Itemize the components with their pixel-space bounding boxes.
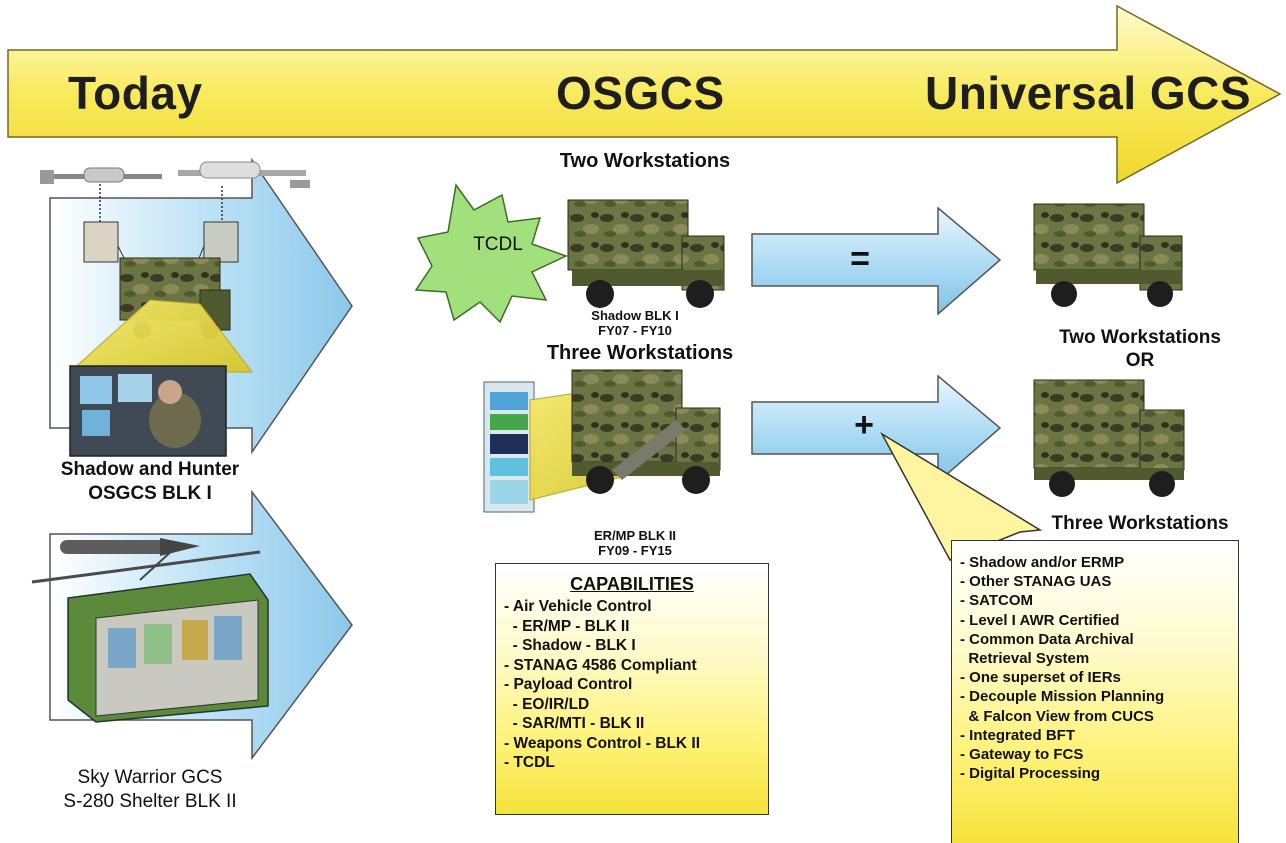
- plus-sign: +: [854, 406, 874, 444]
- feature-item: - Common Data Archival: [960, 630, 1134, 648]
- capability-item: - Air Vehicle Control: [504, 598, 652, 615]
- universal-humvee-icon: [1033, 203, 1183, 307]
- equals-arrow: [751, 206, 1002, 316]
- universal-truck-icon: [1033, 379, 1185, 497]
- osgcs-ermp-truck-icon: [571, 369, 721, 494]
- universal-three-workstations: Three Workstations: [1051, 513, 1229, 534]
- capability-item: - STANAG 4586 Compliant: [504, 656, 697, 674]
- s280-shelter-icon: [67, 573, 269, 723]
- capability-item: - TCDL: [504, 754, 555, 771]
- hunter-uav-icon: [178, 161, 310, 188]
- feature-item: - One superset of IERs: [960, 669, 1121, 687]
- feature-item: - Decouple Mission Planning: [960, 688, 1165, 706]
- two-workstations-title: Two Workstations: [559, 150, 731, 172]
- shadow-blk1-caption: Shadow BLK I FY07 - FY10: [591, 308, 679, 338]
- capabilities-box: CAPABILITIES - Air Vehicle Control - ER/…: [495, 563, 769, 815]
- feature-item: - SATCOM: [960, 592, 1034, 610]
- feature-item: - Shadow and/or ERMP: [960, 554, 1125, 571]
- capabilities-title: CAPABILITIES: [570, 574, 694, 594]
- feature-item: - Level I AWR Certified: [960, 611, 1120, 629]
- three-workstations-title: Three Workstations: [546, 342, 734, 364]
- ermp-rack-icon: [483, 381, 535, 513]
- universal-features-box: - Shadow and/or ERMP- Other STANAG UAS- …: [951, 540, 1239, 843]
- shadow-uav-icon: [40, 167, 162, 184]
- timeline-banner-arrow: [7, 4, 1282, 185]
- stage-universal-gcs: Universal GCS: [925, 67, 1252, 119]
- feature-item: & Falcon View from CUCS: [960, 707, 1154, 725]
- sky-warrior-uav-icon: [31, 538, 261, 584]
- plus-arrow: [751, 374, 1002, 484]
- capability-item: - ER/MP - BLK II: [504, 617, 630, 635]
- sky-warrior-label: Sky Warrior GCS S-280 Shelter BLK II: [63, 767, 237, 812]
- stage-today: Today: [68, 67, 203, 119]
- equals-sign: =: [850, 240, 870, 278]
- capability-item: - Weapons Control - BLK II: [504, 734, 701, 752]
- ermp-blk2-caption: ER/MP BLK II FY09 - FY15: [593, 528, 677, 558]
- osgcs-shadow-humvee-icon: [567, 199, 725, 308]
- feature-item: - Digital Processing: [960, 765, 1101, 783]
- capabilities-list: - Air Vehicle Control - ER/MP - BLK II -…: [496, 597, 768, 773]
- capability-item: - Payload Control: [504, 676, 633, 693]
- tcdl-label: TCDL: [473, 234, 523, 255]
- capability-item: - Shadow - BLK I: [504, 637, 636, 654]
- feature-item: - Other STANAG UAS: [960, 573, 1112, 591]
- tcdl-starburst: [414, 183, 568, 324]
- ground-antenna-photo: [83, 221, 119, 263]
- feature-item: - Gateway to FCS: [960, 746, 1084, 764]
- feature-item: - Integrated BFT: [960, 726, 1075, 744]
- operator-screens-icon: [69, 365, 227, 457]
- capability-item: - EO/IR/LD: [504, 695, 590, 713]
- stage-osgcs: OSGCS: [556, 67, 725, 119]
- ground-antenna-photo: [203, 221, 239, 263]
- feature-item: Retrieval System: [960, 650, 1090, 668]
- shadow-hunter-label: Shadow and Hunter OSGCS BLK I: [60, 459, 240, 504]
- universal-two-workstations: Two Workstations OR: [1059, 327, 1221, 371]
- capability-item: - SAR/MTI - BLK II: [504, 715, 645, 732]
- universal-features-list: - Shadow and/or ERMP- Other STANAG UAS- …: [952, 541, 1238, 783]
